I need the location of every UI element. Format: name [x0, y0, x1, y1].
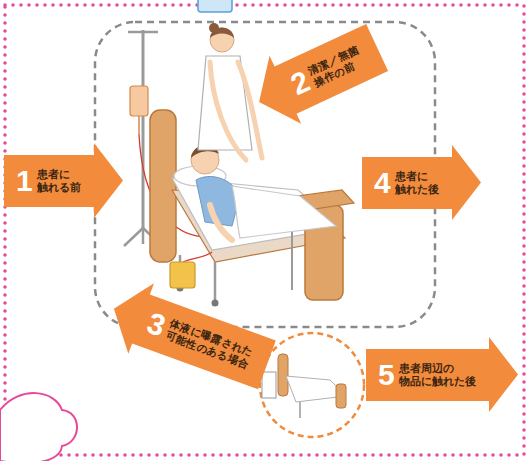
- pink-cloud: [0, 393, 77, 461]
- iv-hook: [128, 31, 158, 34]
- patient-arm: [210, 205, 232, 240]
- arrow-content: 1患者に 触れる前: [16, 166, 84, 196]
- arrow-content: 4患者に 触れた後: [374, 168, 442, 198]
- arrow-content: 5患者周辺の 物品に触れた後: [378, 360, 479, 390]
- iv-pole: [142, 30, 145, 228]
- moment-arrow: 2清潔／無菌 操作の前: [243, 13, 393, 136]
- headboard: [150, 110, 176, 262]
- bedside-cabinet: [262, 372, 276, 398]
- moment-arrow: 4患者に 触れた後: [362, 145, 481, 220]
- nurse: [198, 23, 262, 160]
- drain-tube: [183, 252, 212, 262]
- moment-label: 患者に 触れた後: [395, 170, 442, 196]
- patient: [174, 145, 336, 240]
- moment-arrow: 5患者周辺の 物品に触れた後: [366, 337, 518, 412]
- arrow-body: [362, 145, 481, 220]
- moment-arrow: 1患者に 触れる前: [4, 143, 123, 218]
- wheel: [212, 300, 219, 307]
- moment-arrow: 3体液に曝露された 可能性のある場合: [101, 273, 280, 399]
- iv-foot: [142, 228, 145, 244]
- surroundings-circle: [260, 333, 364, 437]
- patient-surroundings: [260, 333, 364, 437]
- moment-label: 患者周辺の 物品に触れた後: [399, 362, 479, 388]
- arrow-body: [101, 273, 280, 399]
- arrow-body: [243, 13, 393, 136]
- bed-leg: [214, 262, 217, 300]
- arrow-body: [366, 337, 518, 412]
- small-bed-leg: [299, 402, 301, 418]
- arrow-body: [4, 143, 123, 218]
- nurse-arm: [210, 62, 246, 160]
- urine-bag: [170, 252, 212, 288]
- iv-drip: [138, 116, 140, 134]
- moment-label: 患者に 触れる前: [37, 168, 84, 194]
- iv-bag: [130, 86, 148, 116]
- callout-number: 5: [378, 360, 395, 390]
- small-headboard: [278, 354, 288, 396]
- drain-bag: [170, 262, 195, 288]
- blanket: [232, 186, 336, 238]
- callout-number: 4: [374, 168, 391, 198]
- callout-number: 1: [16, 166, 33, 196]
- nurse-bun: [209, 23, 219, 33]
- blue-tab: [198, 0, 232, 12]
- nurse-uniform: [198, 56, 252, 150]
- iv-foot: [124, 228, 143, 246]
- bed: [150, 110, 354, 307]
- dotted-frame: [5, 5, 524, 455]
- small-footboard: [336, 384, 346, 408]
- nurse-arm: [238, 62, 262, 158]
